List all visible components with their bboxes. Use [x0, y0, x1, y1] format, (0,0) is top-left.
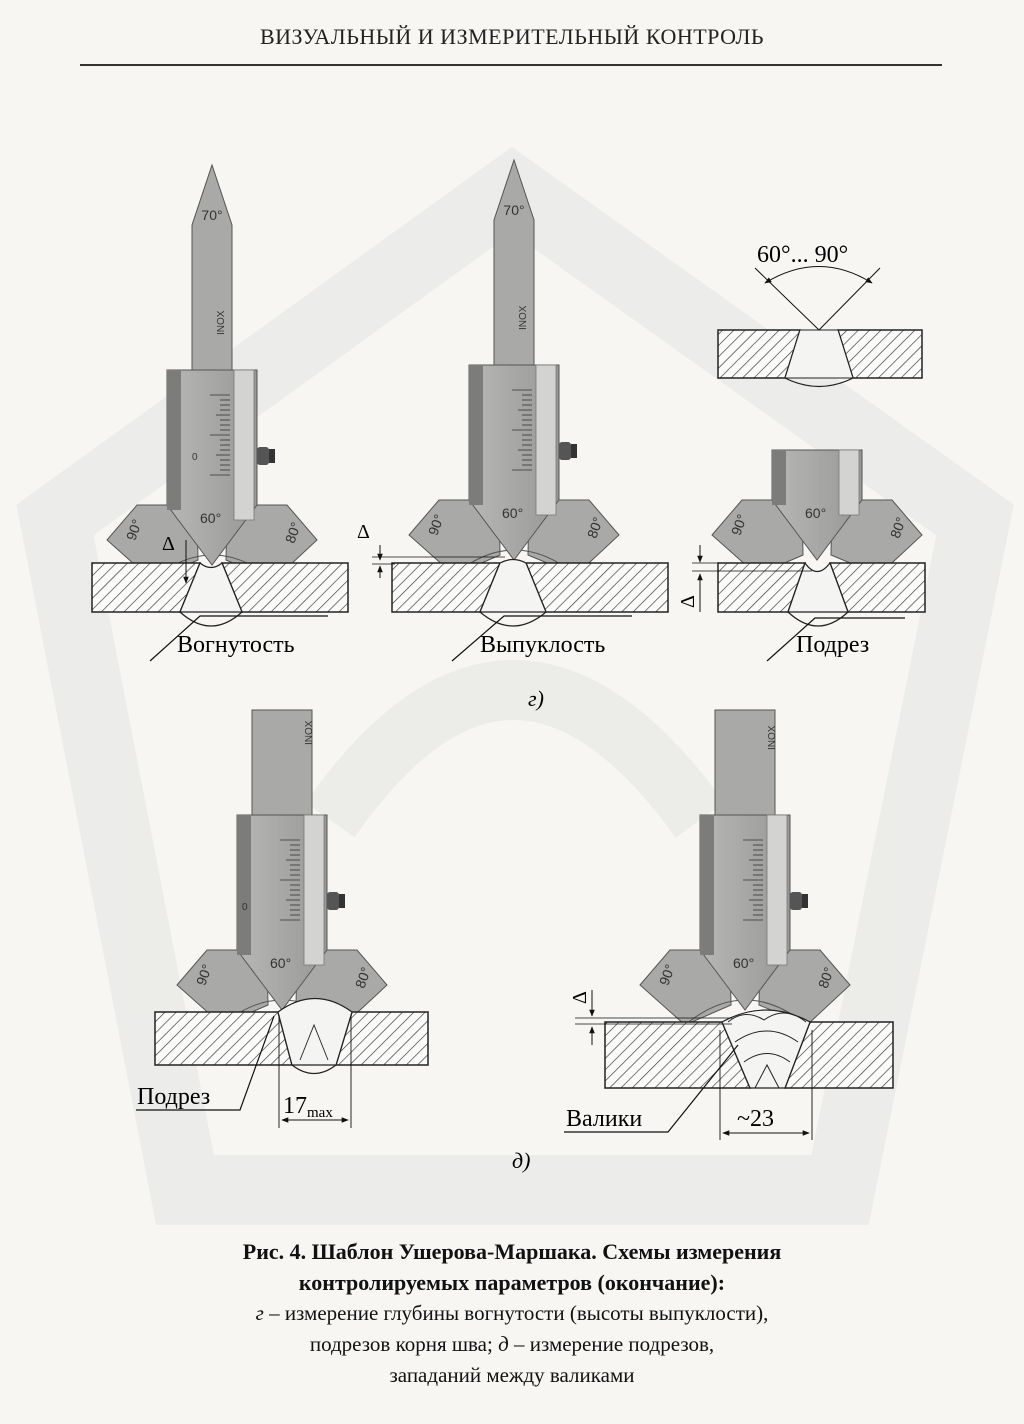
gauge5-mark-60: 60° — [733, 955, 754, 971]
gauge3-mark-60: 60° — [805, 505, 826, 521]
gauge3-mark-80: 80° — [887, 515, 909, 540]
gauge5-mark-90: 90° — [656, 962, 678, 987]
gauge2-mark-90: 90° — [425, 512, 447, 537]
plate-beads — [604, 1009, 894, 1089]
gauge4-mark-inox: INOX — [304, 720, 315, 745]
caption-line-last: западаний между валиками — [389, 1363, 635, 1387]
gauge1-mark-0: 0 — [192, 452, 198, 463]
groove-angle-scheme — [717, 266, 923, 387]
plate-undercut-g — [717, 561, 926, 627]
label-concavity: Вогнутость — [177, 632, 295, 658]
leader-undercut-d — [136, 1015, 275, 1111]
gauge1-mark-70: 70° — [201, 207, 222, 223]
plate-undercut-d — [154, 997, 429, 1075]
gauge2-mark-70: 70° — [503, 202, 524, 218]
gauge2-mark-inox: INOX — [518, 305, 529, 330]
dim-23-label: ~23 — [737, 1106, 774, 1132]
gauge4-mark-0: 0 — [242, 902, 248, 913]
figure-letter-d: д) — [512, 1148, 530, 1173]
plate-concavity — [91, 562, 349, 627]
gauge3-mark-90: 90° — [728, 512, 750, 537]
leader-convexity — [451, 615, 632, 662]
gauge-undercut-d: INOX 0 90° 60° 80° — [176, 709, 388, 1026]
gauge1-mark-80: 80° — [282, 520, 304, 545]
caption-title-line2: контролируемых параметров (окончание): — [298, 1270, 726, 1295]
gauge-undercut-g: 90° 60° 80° — [711, 449, 923, 576]
gauge-convexity: 70° INOX 90° 60° 80° — [408, 158, 620, 576]
label-convexity: Выпуклость — [480, 632, 605, 658]
header-rule — [80, 64, 942, 66]
watermark-logo — [16, 146, 1014, 1225]
gauge4-mark-80: 80° — [352, 965, 374, 990]
dim-17-label: 17max — [283, 1093, 333, 1121]
gauge2-mark-80: 80° — [584, 515, 606, 540]
gauge1-mark-inox: INOX — [216, 310, 227, 335]
gauge5-mark-inox: INOX — [767, 725, 778, 750]
caption-line-g: г – измерение глубины вогнутости (высоты… — [255, 1301, 769, 1325]
gauge4-mark-90: 90° — [193, 962, 215, 987]
gauge2-mark-60: 60° — [502, 505, 523, 521]
delta-label-concavity: Δ — [162, 533, 175, 555]
gauge-concavity: 70° INOX 0 90° 60° 80° — [106, 163, 318, 581]
angle-range-label: 60°... 90° — [757, 242, 848, 268]
caption-line-d: подрезов корня шва; д – измерение подрез… — [309, 1332, 715, 1356]
leader-undercut-g — [766, 617, 905, 662]
figure-letter-g: г) — [528, 686, 544, 711]
gauge4-mark-60: 60° — [270, 955, 291, 971]
caption-title-line1: Рис. 4. Шаблон Ушерова-Маршака. Схемы из… — [242, 1239, 782, 1264]
delta-label-beads: Δ — [569, 991, 591, 1004]
plate-convexity — [391, 558, 669, 627]
gauge-beads: INOX 90° 60° 80° — [639, 709, 851, 1026]
figure-caption: Рис. 4. Шаблон Ушерова-Маршака. Схемы из… — [100, 1236, 924, 1391]
leader-beads — [564, 1044, 739, 1133]
gauge1-mark-60: 60° — [200, 510, 221, 526]
delta-label-convexity: Δ — [357, 521, 370, 543]
delta-label-undercut: Δ — [677, 595, 699, 608]
leader-concavity — [149, 615, 328, 662]
gauge1-mark-90: 90° — [123, 517, 145, 542]
label-undercut-g: Подрез — [796, 632, 869, 658]
label-undercut-d: Подрез — [137, 1084, 210, 1110]
page-header: ВИЗУАЛЬНЫЙ И ИЗМЕРИТЕЛЬНЫЙ КОНТРОЛЬ — [259, 24, 765, 49]
label-beads: Валики — [566, 1106, 642, 1132]
gauge5-mark-80: 80° — [815, 965, 837, 990]
